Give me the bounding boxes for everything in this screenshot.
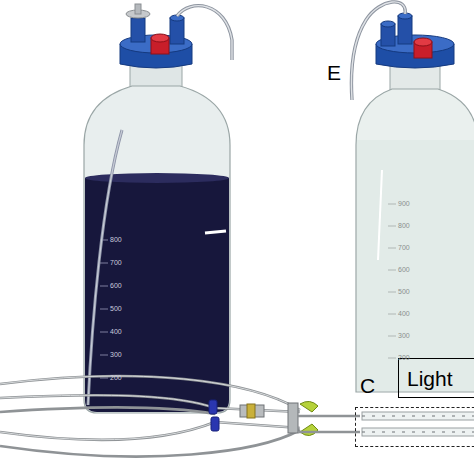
tubing-highlight (0, 376, 300, 440)
box-label: Light (407, 367, 453, 391)
collection-bottle (356, 58, 474, 392)
green-clip (300, 424, 318, 436)
graduation-number: 800 (110, 236, 122, 243)
fitting-nut (247, 404, 255, 418)
tube-marks (362, 416, 474, 417)
graduation-number: 800 (398, 222, 410, 229)
port-fitting (170, 18, 184, 44)
graduation-number: 400 (398, 310, 410, 317)
reactor-frame: C (355, 407, 474, 447)
dip-tube (88, 130, 122, 405)
reservoir-bottle (84, 55, 230, 413)
tube-marks (362, 432, 474, 433)
graduation-number: 400 (110, 328, 122, 335)
port-stem (135, 4, 141, 14)
graduation-ticks (388, 204, 396, 358)
graduation-number: 600 (110, 282, 122, 289)
tube (0, 430, 300, 457)
blue-valve (209, 400, 217, 414)
graduation-number: 700 (110, 259, 122, 266)
graduation-number: 600 (398, 266, 410, 273)
graduation-ticks (100, 240, 108, 378)
graduation-number: 900 (398, 200, 410, 207)
red-plug-top (151, 34, 169, 42)
bottle-body (84, 86, 230, 413)
panel-label: E (327, 62, 341, 83)
reactor-channels (362, 412, 474, 436)
glass-reflection (378, 170, 382, 260)
tube (298, 415, 360, 418)
bottle-cap (120, 4, 232, 68)
reactor-tube (362, 428, 474, 436)
graduation-number: 500 (398, 288, 410, 295)
dip-tube-highlight (88, 130, 122, 405)
green-clip (300, 401, 318, 412)
bottle-body (356, 89, 474, 392)
manifold (288, 403, 298, 433)
port-fitting (131, 18, 145, 42)
red-plug-top (414, 38, 432, 46)
tube (0, 422, 300, 440)
clear-liquid (357, 140, 474, 391)
gas-tube-highlight (177, 6, 232, 60)
light-source-box: Light (398, 358, 474, 398)
blue-valve (211, 417, 219, 431)
graduation-number: 300 (110, 351, 122, 358)
tubing (0, 376, 300, 457)
valves (209, 400, 360, 436)
port-top (381, 21, 395, 27)
gas-tube (177, 6, 232, 60)
bottle-cap (351, 2, 454, 100)
tube (0, 407, 215, 414)
liquid-surface (85, 173, 229, 183)
graduation-number: 200 (398, 354, 410, 361)
panel-label: C (360, 374, 375, 398)
outlet-tube (351, 2, 405, 100)
glass-reflection (205, 231, 226, 233)
port-fitting (398, 16, 412, 44)
graduation-number: 500 (110, 305, 122, 312)
graduation-number: 700 (398, 244, 410, 251)
fitting (240, 405, 264, 417)
graduation-number: 200 (110, 374, 122, 381)
outlet-tube-highlight (351, 2, 405, 100)
reactor-tube (362, 412, 474, 420)
tube (298, 431, 360, 434)
graduation-number: 300 (398, 332, 410, 339)
